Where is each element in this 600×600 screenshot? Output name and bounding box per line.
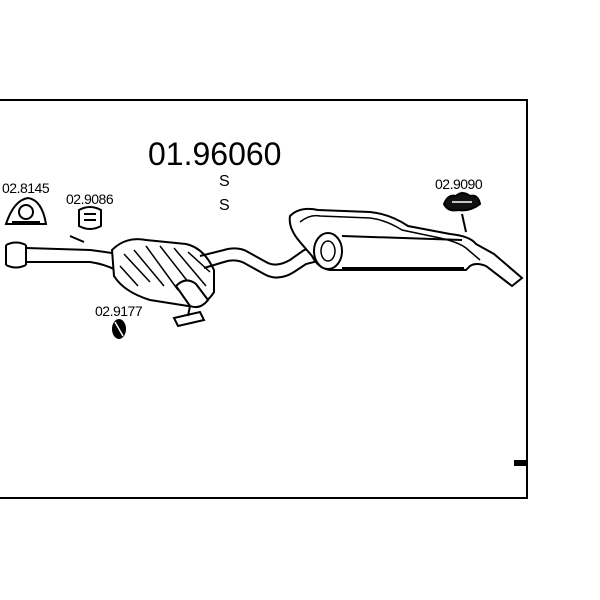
part-number-title: 01.96060 <box>148 136 281 172</box>
frame-tick <box>514 460 527 466</box>
part-code-label: 02.8145 <box>2 180 50 196</box>
diagram-frame <box>0 99 528 499</box>
rubber-bush-icon <box>112 319 126 339</box>
marker-s-bottom: S <box>219 197 230 214</box>
part-code-label: 02.9086 <box>66 191 114 207</box>
marker-s-top: S <box>219 173 230 190</box>
rubber-hanger-ring-icon <box>4 196 48 225</box>
part-code-label: 02.9090 <box>435 176 483 192</box>
rear-silencer <box>288 207 524 288</box>
intermediate-pipe <box>199 243 331 279</box>
rubber-mount-icon <box>442 192 482 233</box>
rubber-mount-icon <box>69 206 102 243</box>
front-pipe <box>5 241 119 271</box>
centre-silencer <box>110 238 215 328</box>
part-code-label: 02.9177 <box>95 303 143 319</box>
